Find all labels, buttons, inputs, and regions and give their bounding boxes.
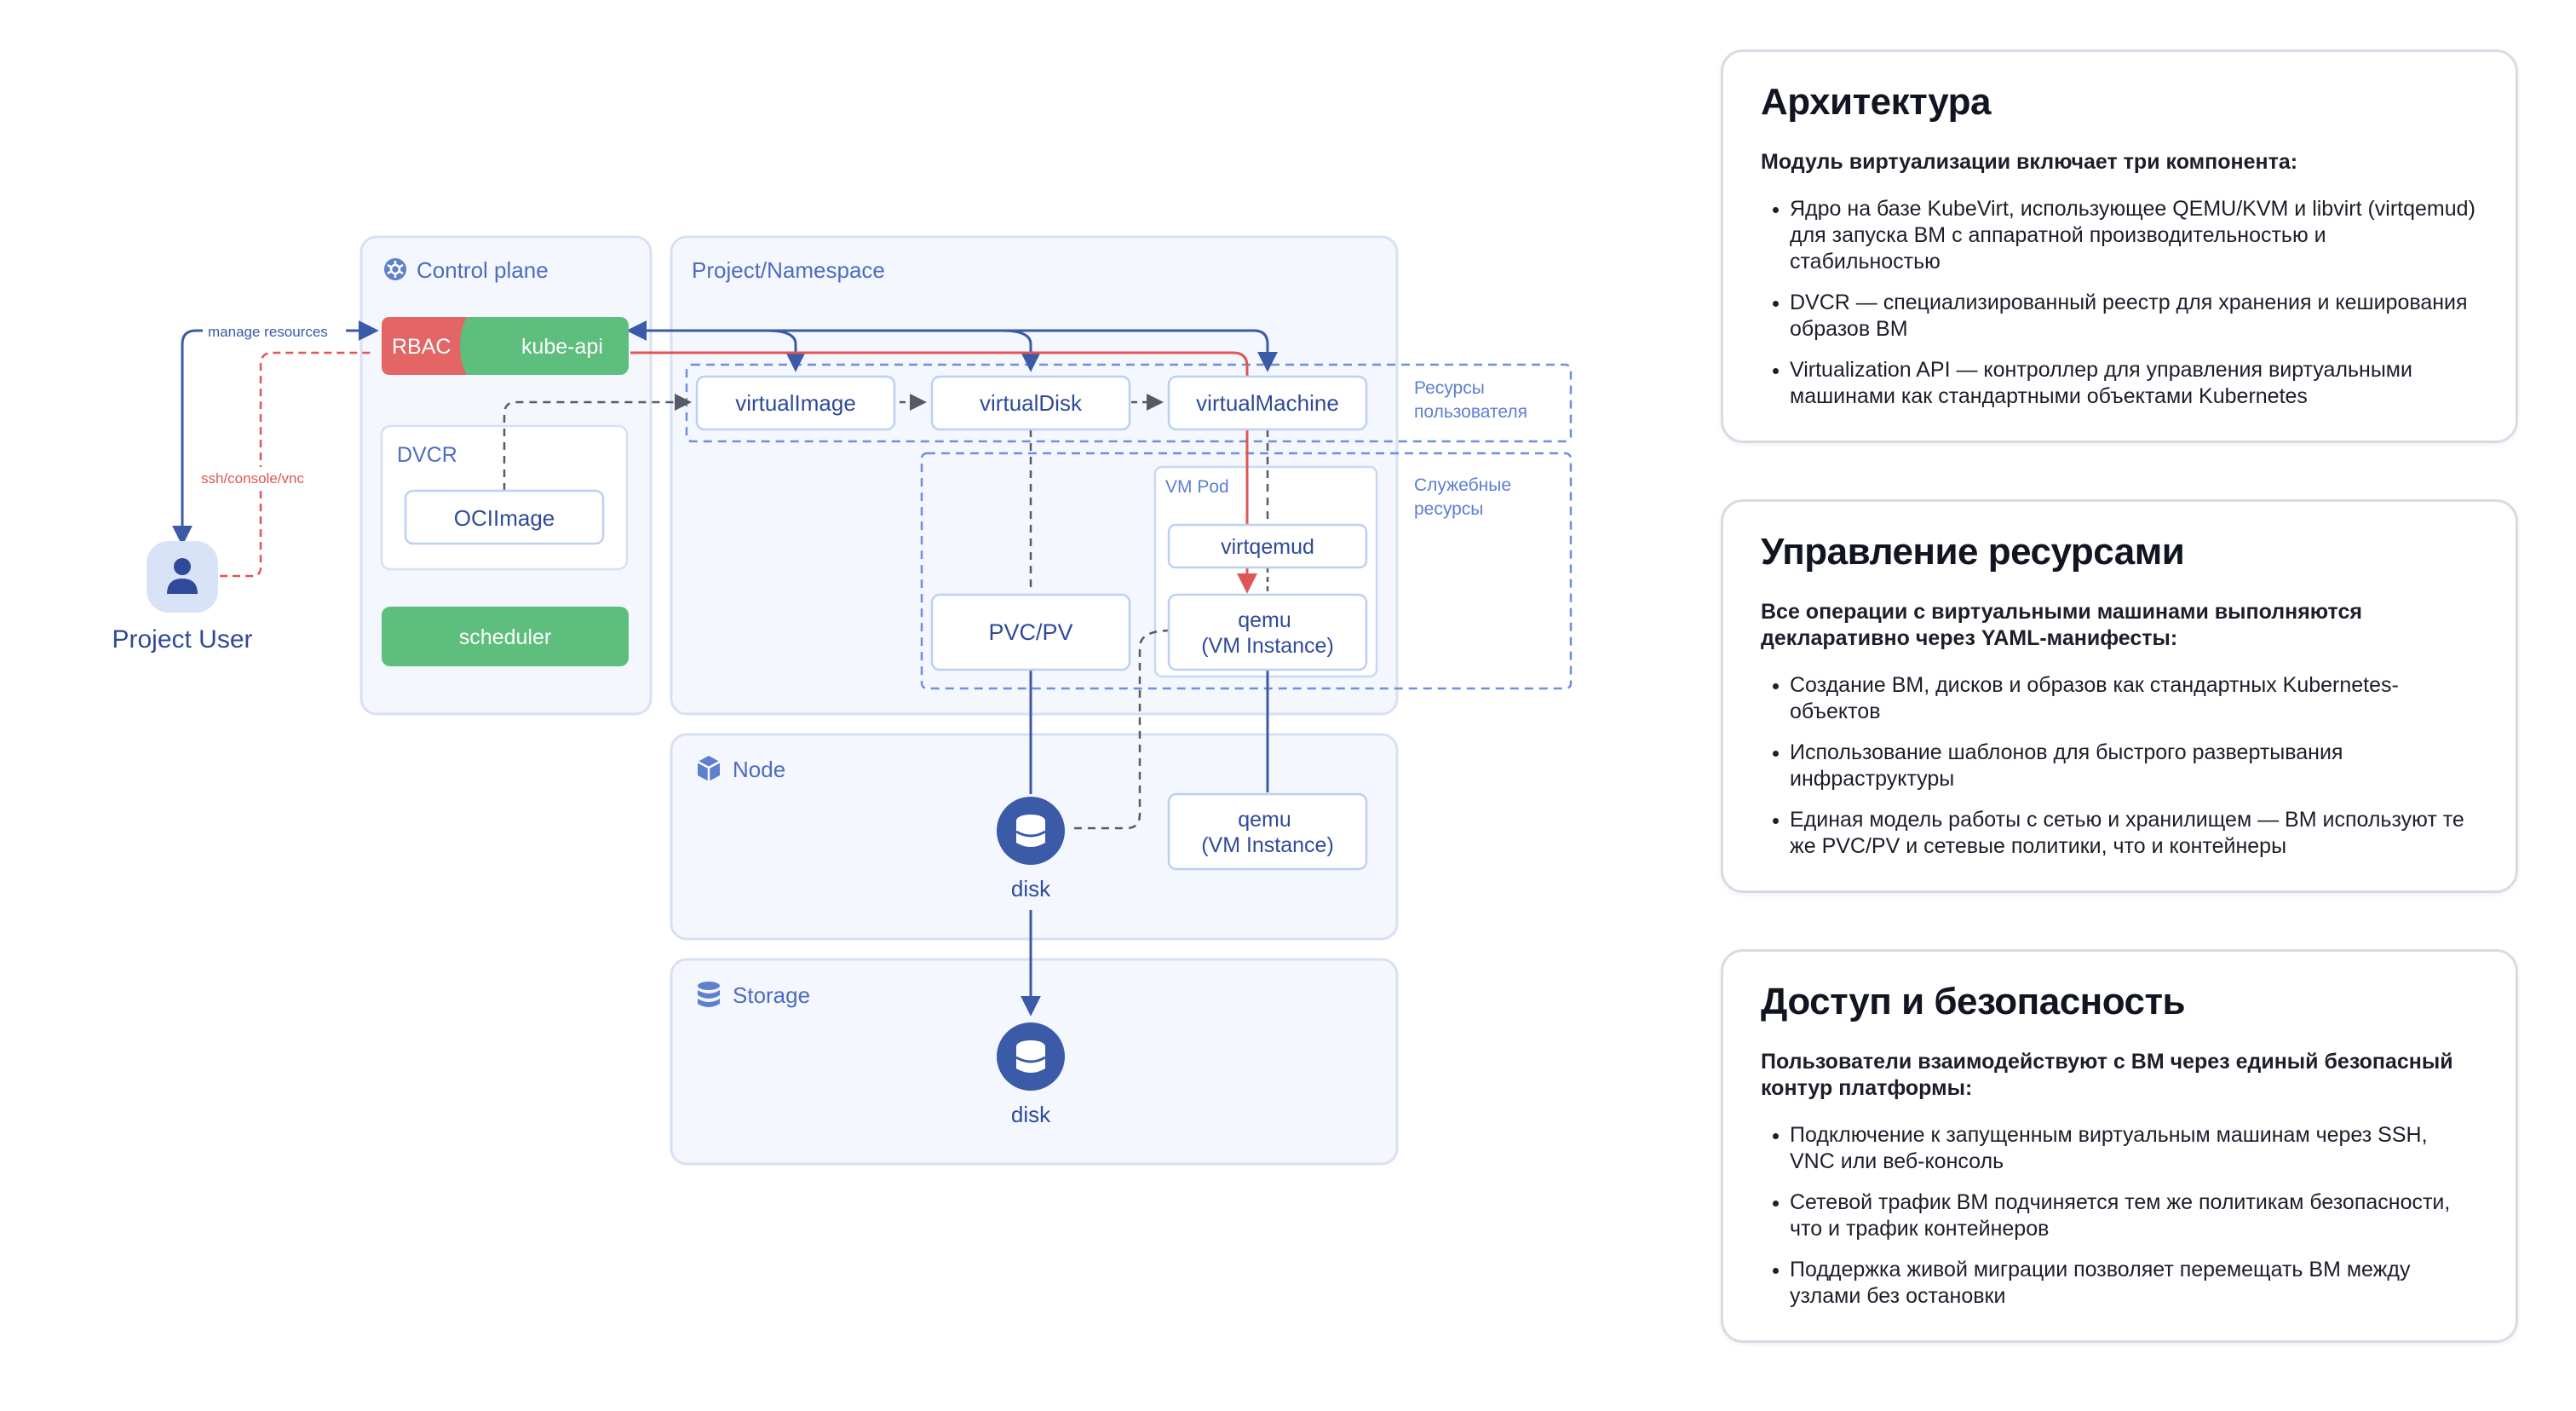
database-icon (698, 982, 720, 1007)
pvc-pv-label: PVC/PV (988, 619, 1072, 645)
access-security-card-list: Подключение к запущенным виртуальным маш… (1761, 1122, 2478, 1310)
access-security-card-item: Подключение к запущенным виртуальным маш… (1790, 1122, 2478, 1175)
architecture-diagram: Control plane Project/Namespace Node Sto… (112, 235, 1573, 1166)
namespace-title: Project/Namespace (692, 257, 885, 283)
resource-management-card: Управление ресурсами Все операции с вирт… (1721, 499, 2518, 893)
manage-resources-label: manage resources (208, 324, 328, 340)
oci-to-virtualimage-connector (503, 394, 692, 491)
user-manage-connector (172, 320, 379, 546)
qemu-node-node (1167, 792, 1368, 871)
rbac-label: RBAC (392, 335, 451, 359)
kubernetes-icon (384, 258, 406, 280)
virtualimage-node (695, 375, 896, 431)
kubeapi-to-virtqemud-connector (630, 351, 1249, 525)
resource-management-card-item: Единая модель работы с сетью и хранилище… (1790, 807, 2478, 860)
architecture-card: Архитектура Модуль виртуализации включае… (1721, 49, 2518, 443)
access-security-card-item: Поддержка живой миграции позволяет перем… (1790, 1257, 2478, 1310)
resource-management-card-item: Использование шаблонов для быстрого разв… (1790, 740, 2478, 792)
user-ssh-connector (220, 351, 375, 578)
virtualmachine-label: virtualMachine (1196, 390, 1339, 416)
node-disk-label: disk (1011, 876, 1051, 901)
scheduler-label: scheduler (459, 625, 551, 649)
virtualdisk-node (930, 375, 1131, 431)
qemu-pod-label: qemu (VM Instance) (1201, 608, 1334, 658)
vm-pod-label: VM Pod (1165, 477, 1229, 497)
virtualmachine-node (1167, 375, 1368, 431)
resource-management-card-item: Создание ВМ, дисков и образов как станда… (1790, 672, 2478, 725)
service-resources-label: Служебные ресурсы (1414, 475, 1516, 519)
access-security-card-title: Доступ и безопасность (1761, 981, 2186, 1022)
access-security-card: Доступ и безопасность Пользователи взаим… (1721, 949, 2518, 1343)
virtqemud-label: virtqemud (1221, 535, 1314, 559)
architecture-card-item: Virtualization API — контроллер для упра… (1790, 357, 2478, 410)
kube-api-label: kube-api (521, 335, 603, 359)
virtualimage-label: virtualImage (735, 390, 856, 416)
user-icon (147, 541, 218, 613)
qemu-node-label: qemu (VM Instance) (1201, 808, 1334, 857)
storage-disk-icon (997, 1022, 1065, 1091)
kubeapi-to-virtualdisk-branch (1001, 329, 1041, 372)
resource-management-card-title: Управление ресурсами (1761, 531, 2185, 573)
ociimage-node (404, 489, 605, 545)
resource-management-card-list: Создание ВМ, дисков и образов как станда… (1761, 672, 2478, 860)
access-security-card-item: Сетевой трафик ВМ подчиняется тем же пол… (1790, 1189, 2478, 1242)
virtqemud-node (1167, 523, 1368, 569)
kubeapi-to-virtualimage-branch (766, 329, 806, 372)
architecture-card-list: Ядро на базе KubeVirt, использующее QEMU… (1761, 196, 2478, 410)
manage-label-bg (203, 320, 346, 341)
project-user-label: Project User (112, 625, 252, 654)
kubeapi-to-resources-connector (626, 320, 1278, 372)
architecture-card-title: Архитектура (1761, 81, 1992, 123)
ociimage-label: OCIImage (454, 505, 555, 531)
scheduler-node (382, 607, 629, 666)
rbac-node (382, 317, 467, 375)
architecture-card-item: DVCR — специализированный реестр для хра… (1790, 290, 2478, 343)
dvcr-label: DVCR (397, 443, 457, 467)
architecture-card-lead: Модуль виртуализации включает три компон… (1761, 150, 2298, 174)
cube-icon (697, 756, 721, 781)
resource-management-card-lead: Все операции с виртуальными машинами вып… (1761, 600, 2362, 650)
virtualdisk-label: virtualDisk (980, 390, 1083, 416)
pvc-pv-node (930, 593, 1131, 671)
qemu-pod-node (1167, 593, 1368, 671)
ssh-console-label: ssh/console/vnc (201, 470, 304, 487)
user-resources-label: Ресурсы пользователя (1414, 378, 1527, 422)
access-security-card-lead: Пользователи взаимодействуют с ВМ через … (1761, 1050, 2453, 1100)
control-plane-title: Control plane (417, 257, 549, 283)
node-title: Node (733, 757, 785, 782)
node-disk-icon (997, 797, 1065, 865)
architecture-card-item: Ядро на базе KubeVirt, использующее QEMU… (1790, 196, 2478, 275)
storage-title: Storage (733, 982, 810, 1008)
storage-disk-label: disk (1011, 1102, 1051, 1127)
ssh-label-bg (194, 467, 331, 489)
qemu-to-disk-dashed (1073, 629, 1171, 830)
